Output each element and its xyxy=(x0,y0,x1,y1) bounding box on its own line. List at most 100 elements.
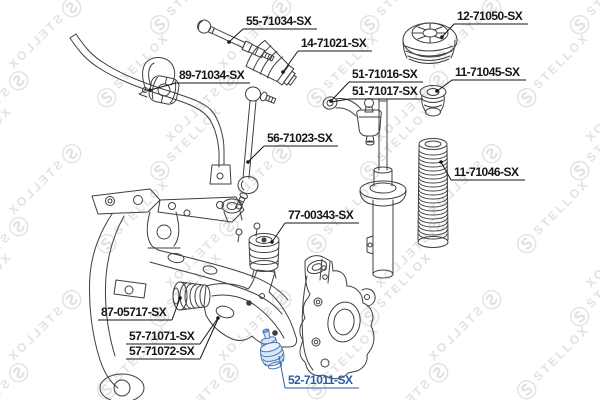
watermark-brand-text: STELLOX xyxy=(0,377,13,400)
watermark-brand-text: STELLOX xyxy=(4,304,65,365)
rear-bushing-drawing xyxy=(248,233,280,279)
leader-dot xyxy=(440,35,444,39)
callout-control-arm-1: 57-71071-SX xyxy=(126,316,220,345)
leader-dot xyxy=(439,160,443,164)
leader-dot xyxy=(435,89,439,93)
stabilizer-bar-drawing xyxy=(69,33,232,185)
leader-line xyxy=(436,79,453,92)
leader-dot xyxy=(148,88,152,92)
watermark-brand-text: STELLOX xyxy=(531,30,592,91)
watermark-brand-text: STELLOX xyxy=(4,158,65,219)
watermark-brand-text: STELLOX xyxy=(581,85,600,146)
callout-tie-rod-end-2: 51-71017-SX xyxy=(330,84,423,103)
strut-drawing xyxy=(359,98,407,279)
leader-line xyxy=(149,82,177,91)
callout-steering-rack-boot: 14-71021-SX xyxy=(281,36,372,74)
watermark-brand-text: STELLOX xyxy=(424,304,485,365)
bump-stop-drawing xyxy=(419,85,447,117)
leader-line xyxy=(441,23,455,38)
watermark-brand-text: STELLOX xyxy=(584,0,600,19)
callout-stabilizer-bushing: 89-71034-SX xyxy=(148,68,250,92)
leader-line xyxy=(330,98,350,103)
leader-line xyxy=(199,318,219,360)
part-label-87-05717-SX[interactable]: 87-05717-SX xyxy=(101,305,167,319)
part-label-51-71017-SX[interactable]: 51-71017-SX xyxy=(352,84,418,98)
callout-control-arm-front-bushing: 87-05717-SX xyxy=(98,296,182,321)
watermark-brand-text: STELLOX xyxy=(4,12,65,73)
part-label-11-71046-SX[interactable]: 11-71046-SX xyxy=(454,165,520,179)
callout-ball-joint: 52-71011-SX xyxy=(278,355,359,389)
strut-mount-drawing xyxy=(402,22,458,64)
watermark-brand-text: STELLOX xyxy=(161,377,222,400)
part-label-89-71034-SX[interactable]: 89-71034-SX xyxy=(179,68,245,82)
callout-control-arm-rear-bushing: 77-00343-SX xyxy=(270,208,359,244)
watermark-brand-text: STELLOX xyxy=(581,377,600,400)
part-label-51-71016-SX[interactable]: 51-71016-SX xyxy=(352,67,418,81)
callout-tie-rod-end-1: 51-71016-SX xyxy=(329,67,423,103)
callout-strut-mount: 12-71050-SX xyxy=(440,9,528,39)
dust-boot-drawing xyxy=(417,138,449,248)
stabilizer-bushing-drawing xyxy=(148,75,180,105)
leader-line xyxy=(440,161,452,181)
leader-line xyxy=(228,28,244,43)
leader-dot xyxy=(178,296,182,300)
front-bushing-drawing xyxy=(172,281,211,311)
leader-line xyxy=(171,297,181,321)
stabilizer-link-drawing xyxy=(235,86,277,210)
watermark-brand-text: STELLOX xyxy=(0,103,15,164)
part-label-57-71072-SX[interactable]: 57-71072-SX xyxy=(129,344,195,358)
leader-dot xyxy=(270,240,274,244)
leader-dot xyxy=(281,70,285,74)
watermark-brand-text: STELLOX xyxy=(111,30,172,91)
leader-line xyxy=(271,222,286,243)
watermark-brand-text: STELLOX xyxy=(531,176,592,237)
part-label-14-71021-SX[interactable]: 14-71021-SX xyxy=(301,36,367,50)
watermark-brand-text: STELLOX xyxy=(581,231,600,292)
watermark-brand-text: STELLOX xyxy=(164,0,225,19)
part-label-52-71011-SX[interactable]: 52-71011-SX xyxy=(288,373,354,387)
leader-dot xyxy=(227,40,231,44)
part-label-57-71071-SX[interactable]: 57-71071-SX xyxy=(129,329,195,343)
watermark-brand-text: STELLOX xyxy=(0,0,15,19)
steering-rack-boot-drawing xyxy=(245,39,297,86)
watermark-brand-text: STELLOX xyxy=(374,0,435,19)
knuckle-drawing xyxy=(299,255,376,380)
watermark-brand-text: STELLOX xyxy=(531,322,592,383)
part-label-55-71034-SX[interactable]: 55-71034-SX xyxy=(246,14,312,28)
leader-line xyxy=(330,81,350,102)
callout-shock-dust-boot: 11-71046-SX xyxy=(439,160,525,181)
part-label-12-71050-SX[interactable]: 12-71050-SX xyxy=(457,9,523,23)
part-label-56-71023-SX[interactable]: 56-71023-SX xyxy=(267,131,333,145)
part-label-11-71045-SX[interactable]: 11-71045-SX xyxy=(455,65,521,79)
leader-line xyxy=(199,317,219,345)
stabilizer-bracket-drawing xyxy=(138,57,176,98)
watermark-brand-text: STELLOX xyxy=(0,249,15,310)
ball-joint-drawing xyxy=(260,328,285,370)
callout-bump-stop: 11-71045-SX xyxy=(435,65,526,93)
leader-dot xyxy=(246,160,250,164)
watermark-brand-text: STELLOX xyxy=(111,176,172,237)
part-label-77-00343-SX[interactable]: 77-00343-SX xyxy=(288,208,354,222)
callout-layer: 55-71034-SX 14-71021-SX 12-71050-SX 89-7103… xyxy=(98,9,528,389)
